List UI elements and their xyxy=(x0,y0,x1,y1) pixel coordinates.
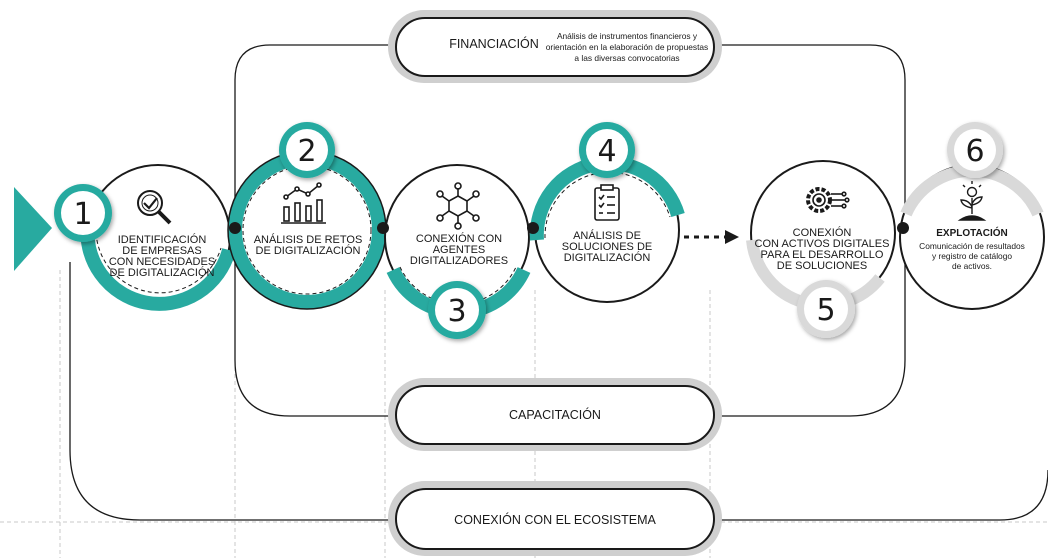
step-4-line-2: SOLUCIONES DE xyxy=(562,241,652,253)
step-3-line-3: DIGITALIZADORES xyxy=(410,255,508,267)
step-6-title: EXPLOTACIÓN xyxy=(936,226,1007,239)
magnifier-check-icon xyxy=(137,190,172,225)
step-6-desc-3: de activos. xyxy=(952,261,992,271)
step-5-line-1: CONEXIÓN xyxy=(793,226,852,239)
step-3-line-2: AGENTES xyxy=(433,244,486,256)
step-5-line-3: PARA EL DESARROLLO xyxy=(761,249,884,261)
frame-lines xyxy=(69,44,1048,521)
step-1-line-1: IDENTIFICACIÓN xyxy=(118,233,207,246)
lightbulb-plant-icon xyxy=(957,181,987,221)
step-4-line-1: ANÁLISIS DE xyxy=(573,229,641,242)
badge-5: 5 xyxy=(797,280,855,338)
pill-ecosistema-title: CONEXIÓN CON EL ECOSISTEMA xyxy=(454,512,656,527)
pill-financiacion: FINANCIACIÓN Análisis de instrumentos fi… xyxy=(388,10,722,83)
step-3-text: CONEXIÓN CON AGENTES DIGITALIZADORES xyxy=(410,232,508,267)
badge-6: 6 xyxy=(947,122,1003,178)
step-4-number: 4 xyxy=(597,134,616,169)
start-arrow xyxy=(14,187,52,271)
step-5-line-2: CON ACTIVOS DIGITALES xyxy=(755,238,890,250)
step-1-text: IDENTIFICACIÓN DE EMPRESAS CON NECESIDAD… xyxy=(109,233,215,279)
step-6-number: 6 xyxy=(965,134,984,169)
step-5-line-4: DE SOLUCIONES xyxy=(777,260,867,272)
pill-capacitacion-title: CAPACITACIÓN xyxy=(509,407,601,422)
gear-circuit-icon xyxy=(806,187,850,213)
step-2-line-2: DE DIGITALIZACIÓN xyxy=(256,244,361,257)
pill-capacitacion: CAPACITACIÓN xyxy=(388,378,722,451)
pill-financiacion-desc-2: orientación en la elaboración de propues… xyxy=(546,42,709,52)
step-4-line-3: DIGITALIZACIÓN xyxy=(564,251,651,264)
step-6-text: EXPLOTACIÓN Comunicación de resultados y… xyxy=(919,226,1025,271)
step-1-line-2: DE EMPRESAS xyxy=(122,245,201,257)
step-2-text: ANÁLISIS DE RETOS DE DIGITALIZACIÓN xyxy=(254,233,363,257)
arrow-4-to-5 xyxy=(684,230,739,244)
step-2-line-1: ANÁLISIS DE RETOS xyxy=(254,233,363,246)
step-5-number: 5 xyxy=(816,293,835,328)
pill-financiacion-desc-3: a las diversas convocatorias xyxy=(574,53,679,63)
step-1-line-3: CON NECESIDADES xyxy=(109,256,215,268)
step-6-desc-1: Comunicación de resultados xyxy=(919,241,1025,251)
step-1-number: 1 xyxy=(73,197,92,232)
step-3-line-1: CONEXIÓN CON xyxy=(416,232,502,245)
junction-dots xyxy=(229,222,909,234)
pill-financiacion-title: FINANCIACIÓN xyxy=(449,36,539,51)
step-6-desc-2: y registro de catálogo xyxy=(932,251,1012,261)
pill-ecosistema: CONEXIÓN CON EL ECOSISTEMA xyxy=(388,481,722,556)
step-4-text: ANÁLISIS DE SOLUCIONES DE DIGITALIZACIÓN xyxy=(562,229,652,264)
pill-financiacion-desc-1: Análisis de instrumentos financieros y xyxy=(557,31,698,41)
badge-4: 4 xyxy=(579,122,635,178)
step-5-text: CONEXIÓN CON ACTIVOS DIGITALES PARA EL D… xyxy=(755,226,890,272)
badge-2: 2 xyxy=(279,122,335,178)
step-2-number: 2 xyxy=(297,134,316,169)
network-hexagon-icon xyxy=(436,182,480,230)
bar-chart-icon xyxy=(281,182,326,224)
clipboard-checklist-icon xyxy=(594,184,620,221)
badge-3: 3 xyxy=(428,281,486,339)
step-1-line-4: DE DIGITALIZACIÓN xyxy=(110,266,215,279)
step-3-number: 3 xyxy=(447,294,466,329)
badge-1: 1 xyxy=(54,184,112,242)
